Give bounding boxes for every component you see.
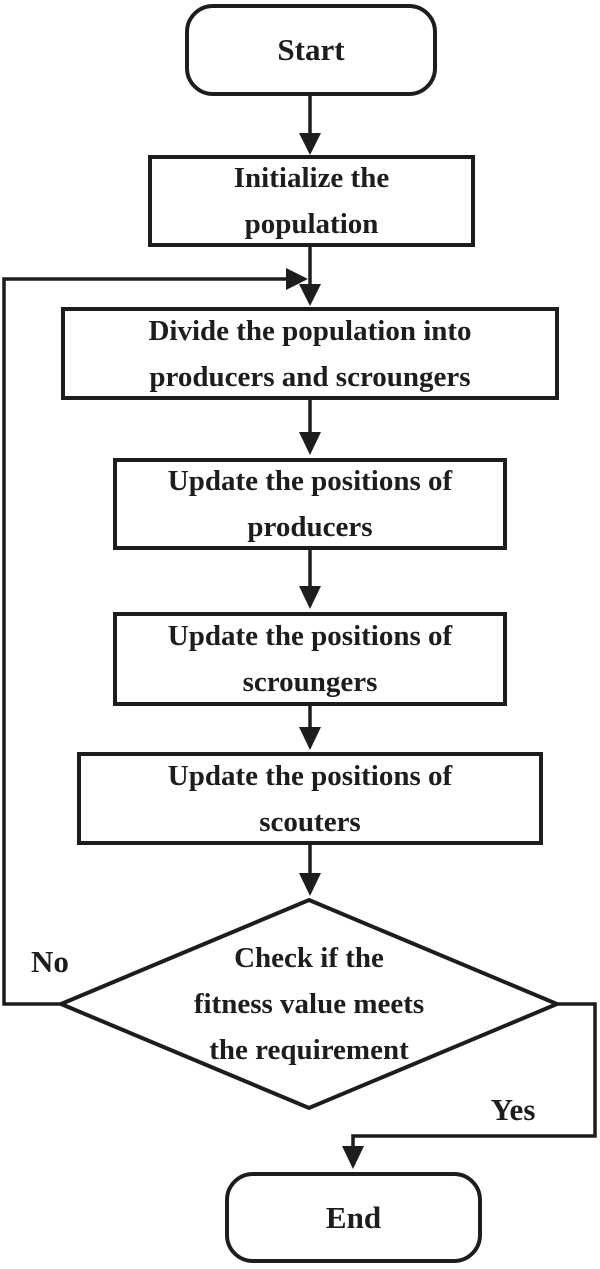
update-scroungers-node: Update the positions of scroungers xyxy=(113,612,507,706)
fitness-check-decision-label: Check if the fitness value meets the req… xyxy=(193,942,425,1066)
decision-diamond-shape xyxy=(55,897,563,1111)
yes-path-line xyxy=(351,1002,597,1148)
divide-population-node: Divide the population into producers and… xyxy=(61,307,559,400)
arrowhead-into-end xyxy=(342,1146,364,1169)
end-node: End xyxy=(225,1172,482,1263)
arrowhead-into-divide xyxy=(299,284,321,306)
update-scouters-label: Update the positions of scouters xyxy=(167,759,453,838)
no-edge-label: No xyxy=(31,944,69,979)
arrowhead-feedback-junction xyxy=(286,268,308,290)
yes-edge-label: Yes xyxy=(490,1092,536,1127)
update-producers-node: Update the positions of producers xyxy=(113,458,507,550)
arrowhead-into-decision xyxy=(299,873,321,896)
initialize-population-node: Initialize the population xyxy=(148,155,475,247)
fitness-check-decision: Check if the fitness value meets the req… xyxy=(149,929,469,1079)
arrowhead-into-scroungers xyxy=(299,586,321,609)
update-producers-label: Update the positions of producers xyxy=(167,465,453,543)
start-node: Start xyxy=(185,4,437,96)
arrowhead-into-initialize xyxy=(299,133,321,155)
update-scouters-node: Update the positions of scouters xyxy=(77,752,543,845)
start-node-label: Start xyxy=(277,32,345,67)
arrowheads xyxy=(286,133,364,1169)
no-feedback-line xyxy=(2,277,286,1006)
update-scroungers-label: Update the positions of scroungers xyxy=(167,620,453,698)
arrowhead-into-scouters xyxy=(299,727,321,750)
flow-lines xyxy=(2,95,597,1148)
divide-population-label: Divide the population into producers and… xyxy=(148,314,472,393)
arrowhead-into-producers xyxy=(299,432,321,455)
initialize-population-label: Initialize the population xyxy=(233,162,390,240)
end-node-label: End xyxy=(325,1199,382,1235)
